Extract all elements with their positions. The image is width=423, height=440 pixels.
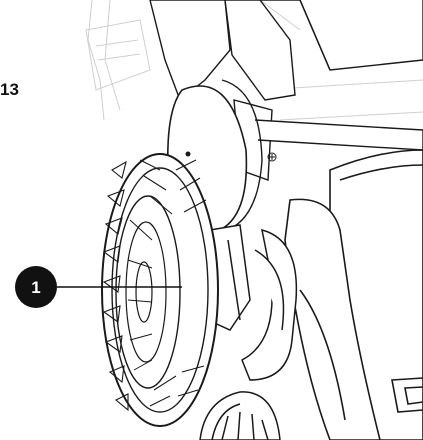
grass-box-frame bbox=[284, 149, 423, 440]
callout-bubble bbox=[15, 266, 57, 308]
wheel bbox=[101, 153, 219, 427]
front-wheel bbox=[199, 391, 281, 440]
lever-frame bbox=[207, 224, 298, 381]
tyre-tread bbox=[102, 159, 207, 412]
callout-1-label: 1 bbox=[31, 278, 40, 297]
figure-number: 13 bbox=[0, 80, 19, 99]
background-sketch-lines bbox=[85, 0, 423, 121]
